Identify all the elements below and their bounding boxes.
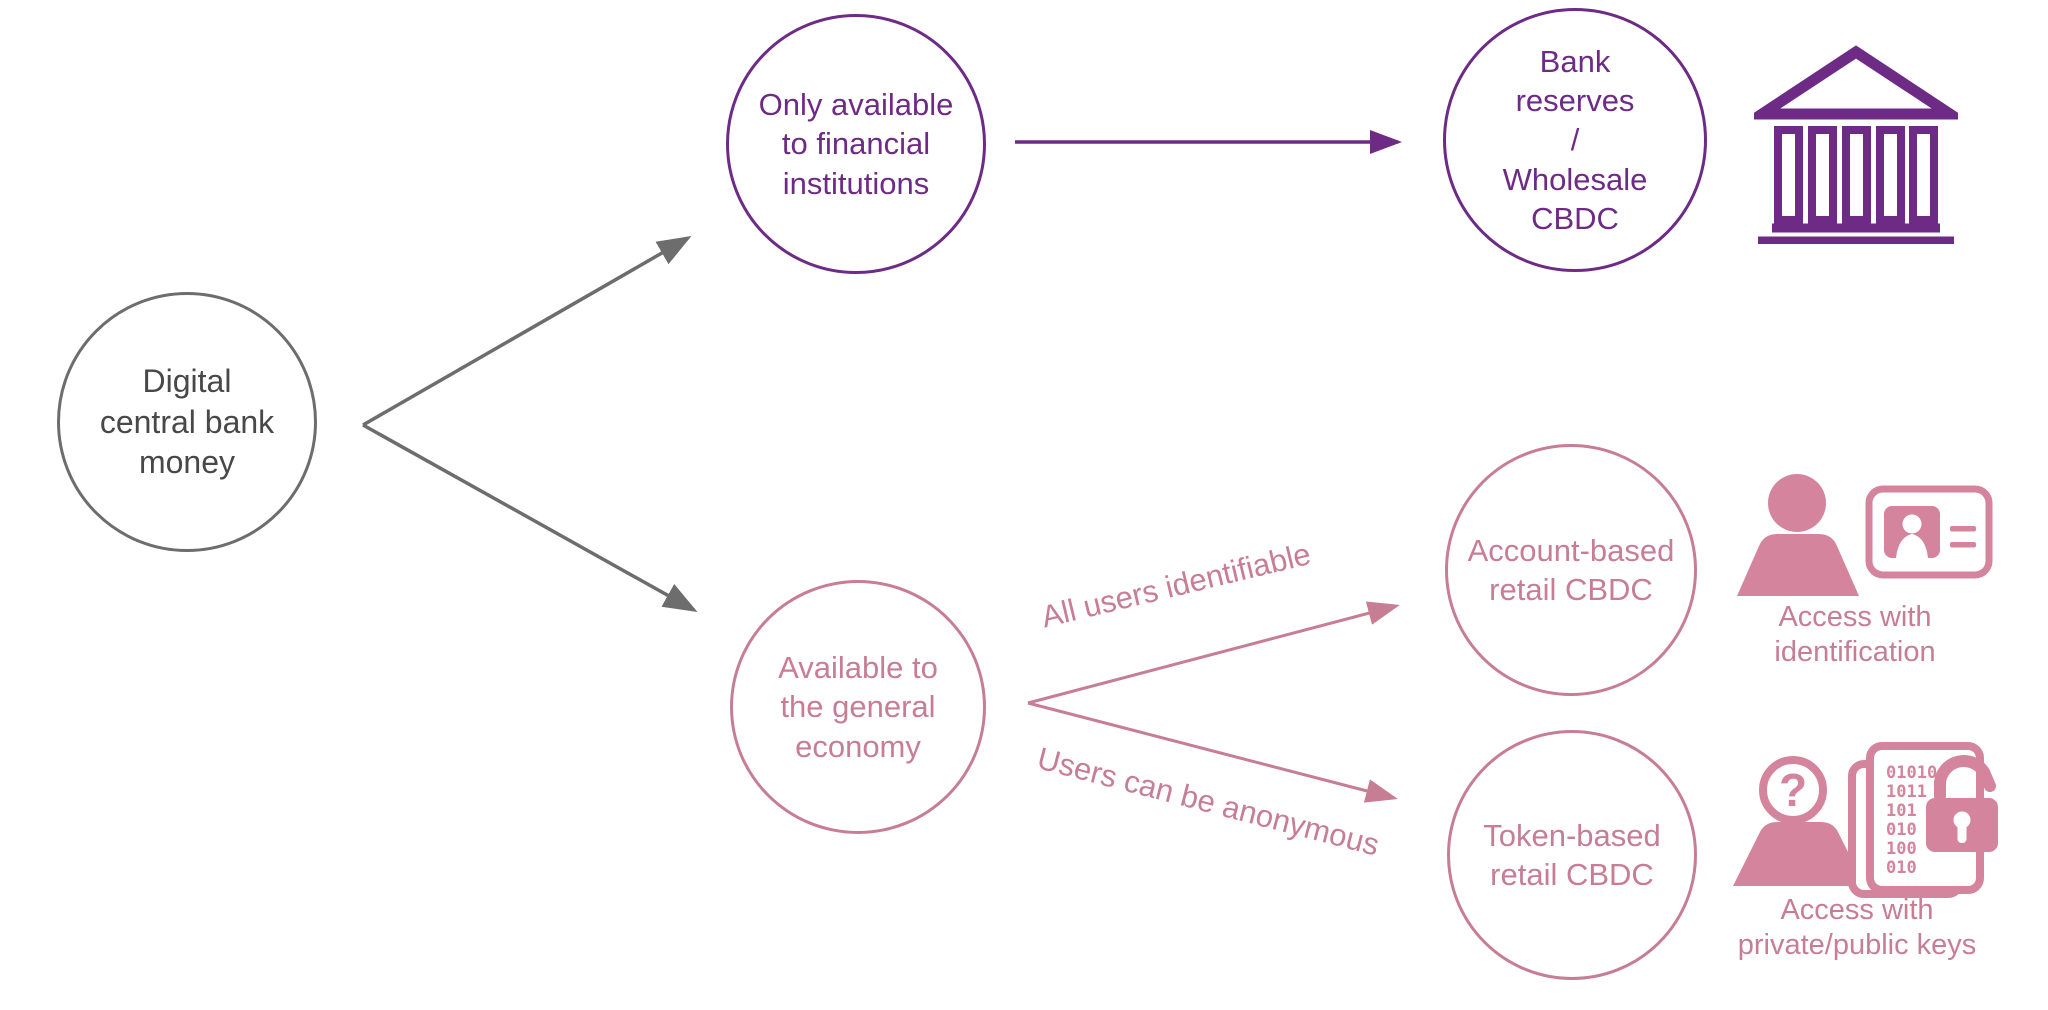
caption-access-with-identification: Access with identification: [1774, 601, 1936, 668]
caption-access-with-private-public-keys: Access with private/public keys: [1737, 894, 1977, 961]
anonymous-person-icon: ?: [1733, 756, 1865, 886]
node-digital-central-bank-money: Digital central bank money: [57, 292, 317, 552]
node-only-available-financial-institutions: Only available to financial institutions: [726, 14, 986, 274]
node-label: Only available to financial institutions: [758, 87, 954, 201]
id-card-icon: [1865, 485, 1993, 579]
node-label: Account-based retail CBDC: [1467, 532, 1675, 607]
edge-general-to-token: [1027, 701, 1398, 803]
binary-row: 010: [1886, 820, 1917, 840]
edge-general-to-account: [1027, 601, 1400, 705]
binary-row: 101: [1886, 801, 1917, 821]
node-label: Available to the general economy: [778, 650, 938, 764]
node-label: Digital central bank money: [99, 362, 275, 481]
binary-row: 1011: [1886, 782, 1927, 802]
node-label: Token-based retail CBDC: [1483, 817, 1661, 892]
binary-row: 010: [1886, 858, 1917, 878]
edge-root-to-financial: [362, 236, 692, 427]
node-token-based-retail-cbdc: Token-based retail CBDC: [1447, 730, 1697, 980]
binary-row: 100: [1886, 839, 1917, 859]
question-mark-glyph: ?: [1779, 764, 1807, 816]
node-bank-reserves-wholesale-cbdc: Bank reserves / Wholesale CBDC: [1443, 8, 1707, 272]
edge-root-to-general: [362, 423, 698, 612]
binary-document-open-padlock-icon: 01010 1011 101 010 100 010: [1848, 742, 1998, 898]
node-available-general-economy: Available to the general economy: [730, 580, 986, 834]
person-icon: [1737, 474, 1859, 596]
bank-building-icon: [1754, 45, 1958, 244]
node-account-based-retail-cbdc: Account-based retail CBDC: [1445, 444, 1697, 696]
node-label: Bank reserves / Wholesale CBDC: [1502, 44, 1648, 236]
binary-row: 01010: [1886, 763, 1937, 783]
